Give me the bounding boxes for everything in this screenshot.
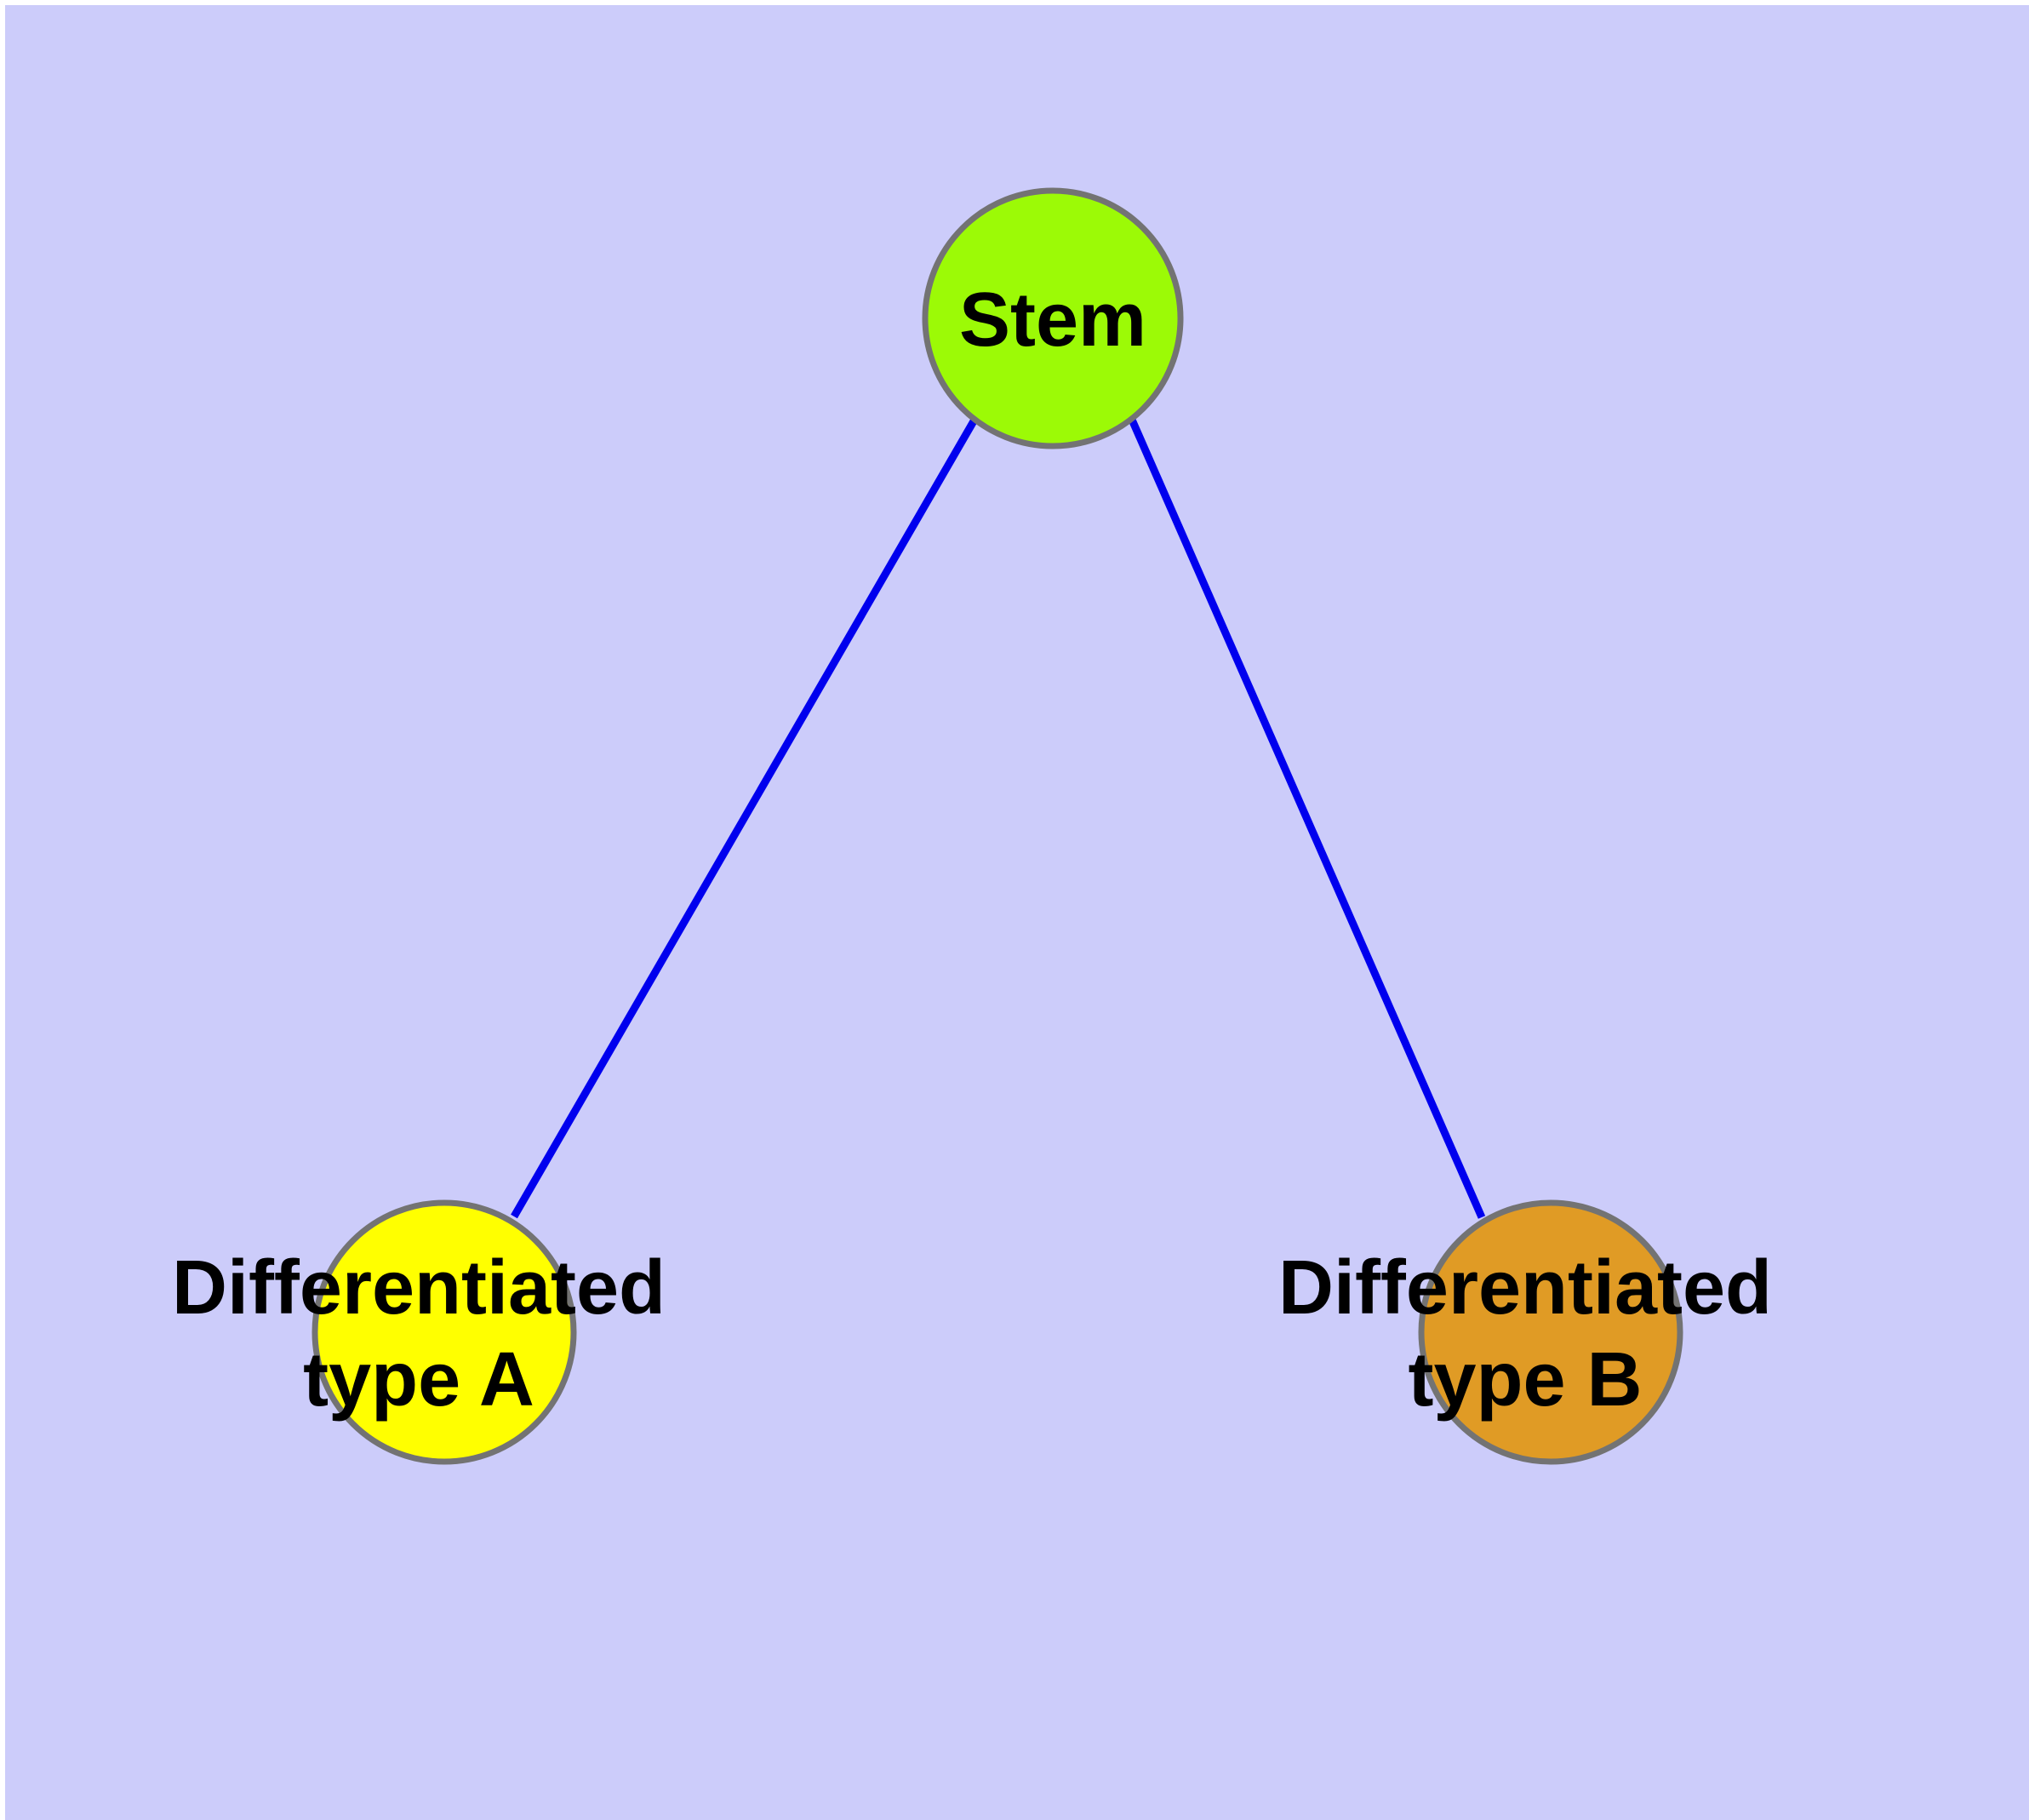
- node-differentiated-type-a[interactable]: Differentiated type A: [172, 1199, 666, 1465]
- edge-layer: [511, 417, 1486, 1219]
- edge-stem-to-differentiated-type-b[interactable]: [1128, 418, 1486, 1219]
- node-differentiated-type-a-circle[interactable]: [311, 1199, 577, 1465]
- node-layer: Stem Differentiated type A Differentiate…: [172, 187, 1772, 1465]
- node-differentiated-type-b-circle[interactable]: [1418, 1199, 1683, 1465]
- node-differentiated-type-b-label-line-2: type B: [1408, 1337, 1642, 1422]
- node-differentiated-type-a-label-line-1: Differentiated: [172, 1245, 666, 1331]
- node-stem-circle[interactable]: [922, 187, 1184, 449]
- node-stem[interactable]: Stem: [922, 187, 1184, 449]
- node-differentiated-type-b-label-line-1: Differentiated: [1278, 1245, 1772, 1331]
- node-stem-label-line-1: Stem: [959, 278, 1146, 363]
- edge-stem-to-differentiated-type-a[interactable]: [511, 417, 978, 1219]
- node-differentiated-type-b[interactable]: Differentiated type B: [1278, 1199, 1772, 1465]
- node-differentiated-type-a-label-line-2: type A: [303, 1337, 534, 1422]
